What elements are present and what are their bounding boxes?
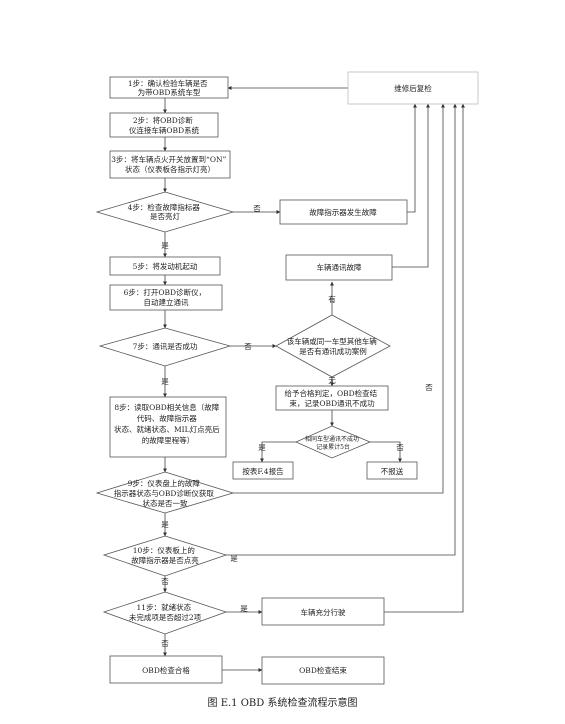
- label-yes-step9: 是: [161, 520, 169, 529]
- node-line: 1步：确认检验车辆是否: [128, 78, 208, 88]
- node-line: 10步：仪表板上的: [133, 545, 195, 555]
- node-line: 的故障里程等）: [142, 435, 195, 445]
- node-line: 束，记录OBD通讯不成功: [289, 398, 375, 408]
- node-line: 未完成项是否超过2项: [129, 612, 202, 622]
- step5-text: 5步：将发动机起动: [133, 261, 198, 271]
- no-report-text: 不报送: [381, 466, 404, 476]
- node-line: 7步：通讯是否成功: [133, 341, 198, 351]
- label-yes-step7: 是: [161, 377, 169, 386]
- label-yes-step10: 是: [230, 554, 238, 563]
- repair-text: 维修后复检: [394, 83, 432, 93]
- node-line: 指示器状态与OBD诊断仪获取: [114, 488, 215, 498]
- pass-judge-text: 给予合格判定，OBD检查结 束，记录OBD通讯不成功: [284, 388, 379, 408]
- label-none: 无: [328, 376, 336, 385]
- node-line: 车辆通讯故障: [317, 262, 362, 272]
- node-line: 为带OBD系统车型: [138, 87, 201, 97]
- label-yes-step11: 是: [240, 604, 248, 613]
- node-line: 仪连接车辆OBD系统: [129, 125, 200, 135]
- step11-text: 11步：就绪状态 未完成项是否超过2项: [129, 602, 202, 622]
- label-yes-count5: 是: [258, 443, 266, 452]
- node-line: OBD检查结束: [299, 665, 347, 675]
- label-no-step10: 否: [161, 577, 169, 586]
- label-yes-step4: 是: [161, 241, 169, 250]
- label-no-step4: 否: [253, 204, 261, 213]
- node-line: 该车辆或同一车型其他车辆: [287, 336, 377, 346]
- label-no-step9: 否: [425, 383, 433, 392]
- node-line: 9步：仪表盘上的故障: [128, 478, 201, 488]
- node-line: 车辆充分行驶: [301, 607, 346, 617]
- step6-text: 6步：打开OBD诊断仪， 自动建立通讯: [124, 287, 209, 307]
- label-no-step7: 否: [244, 342, 252, 351]
- node-line: 代码、故障指示器: [137, 413, 197, 423]
- label-no-step11: 否: [161, 639, 169, 648]
- node-line: 状态、就绪状态、MIL灯点亮后: [114, 424, 220, 434]
- node-line: 4步：检查故障指标器: [128, 202, 201, 212]
- node-line: OBD检查合格: [142, 665, 190, 675]
- node-line: 2步：将OBD诊断: [133, 115, 193, 125]
- node-line: 故障指示器发生故障: [309, 207, 377, 217]
- step3-text: 3步：将车辆点火开关放置到“ON” 状态（仪表板各指示灯亮）: [111, 154, 229, 174]
- label-have: 有: [328, 294, 336, 304]
- node-line: 6步：打开OBD诊断仪，: [124, 287, 206, 297]
- step8-text: 8步：读取OBD相关信息（故障 代码、故障指示器 状态、就绪状态、MIL灯点亮后…: [114, 402, 222, 445]
- node-line: 维修后复检: [394, 83, 432, 93]
- step4-text: 4步：检查故障指标器 是否亮灯: [128, 202, 203, 221]
- node-line: 不报送: [381, 466, 404, 476]
- node-line: 给予合格判定，OBD检查结: [284, 388, 377, 398]
- ready-ok-text: 车辆充分行驶: [301, 607, 346, 617]
- step7-text: 7步：通讯是否成功: [133, 341, 198, 351]
- node-line: 按表F.4报告: [242, 466, 284, 476]
- fault-on-text: 故障指示器发生故障: [309, 207, 377, 217]
- node-line: 记录累计5台: [316, 443, 350, 451]
- node-line: 3步：将车辆点火开关放置到“ON”: [111, 154, 226, 164]
- step1-text: 1步：确认检验车辆是否 为带OBD系统车型: [128, 78, 210, 97]
- node-line: 状态是否一致: [143, 498, 188, 508]
- obd-end-text: OBD检查结束: [299, 665, 347, 675]
- node-line: 自动建立通讯: [144, 297, 189, 307]
- count5-text: 相同车型通讯不成功 记录累计5台: [305, 435, 361, 451]
- node-line: 8步：读取OBD相关信息（故障: [114, 402, 219, 412]
- step10-text: 10步：仪表板上的 故障指示器是否点亮: [131, 545, 199, 565]
- node-line: 相同车型通讯不成功: [305, 435, 359, 443]
- node-line: 故障指示器是否点亮: [131, 555, 199, 565]
- step9-text: 9步：仪表盘上的故障 指示器状态与OBD诊断仪获取 状态是否一致: [114, 478, 217, 508]
- label-no-count5: 否: [396, 443, 404, 452]
- obd-pass-text: OBD检查合格: [142, 665, 190, 675]
- comm-fail-text: 车辆通讯故障: [317, 262, 362, 272]
- node-line: 11步：就绪状态: [137, 602, 192, 612]
- report-f4-text: 按表F.4报告: [242, 466, 284, 476]
- step2-text: 2步：将OBD诊断 仪连接车辆OBD系统: [129, 115, 200, 135]
- node-line: 是否有通讯成功案例: [299, 346, 367, 356]
- node-line: 状态（仪表板各指示灯亮）: [125, 164, 215, 174]
- same-model-text: 该车辆或同一车型其他车辆 是否有通讯成功案例: [287, 336, 379, 356]
- node-line: 是否亮灯: [150, 211, 180, 221]
- figure-caption: 图 E.1 OBD 系统检查流程示意图: [207, 698, 358, 709]
- node-line: 5步：将发动机起动: [133, 261, 198, 271]
